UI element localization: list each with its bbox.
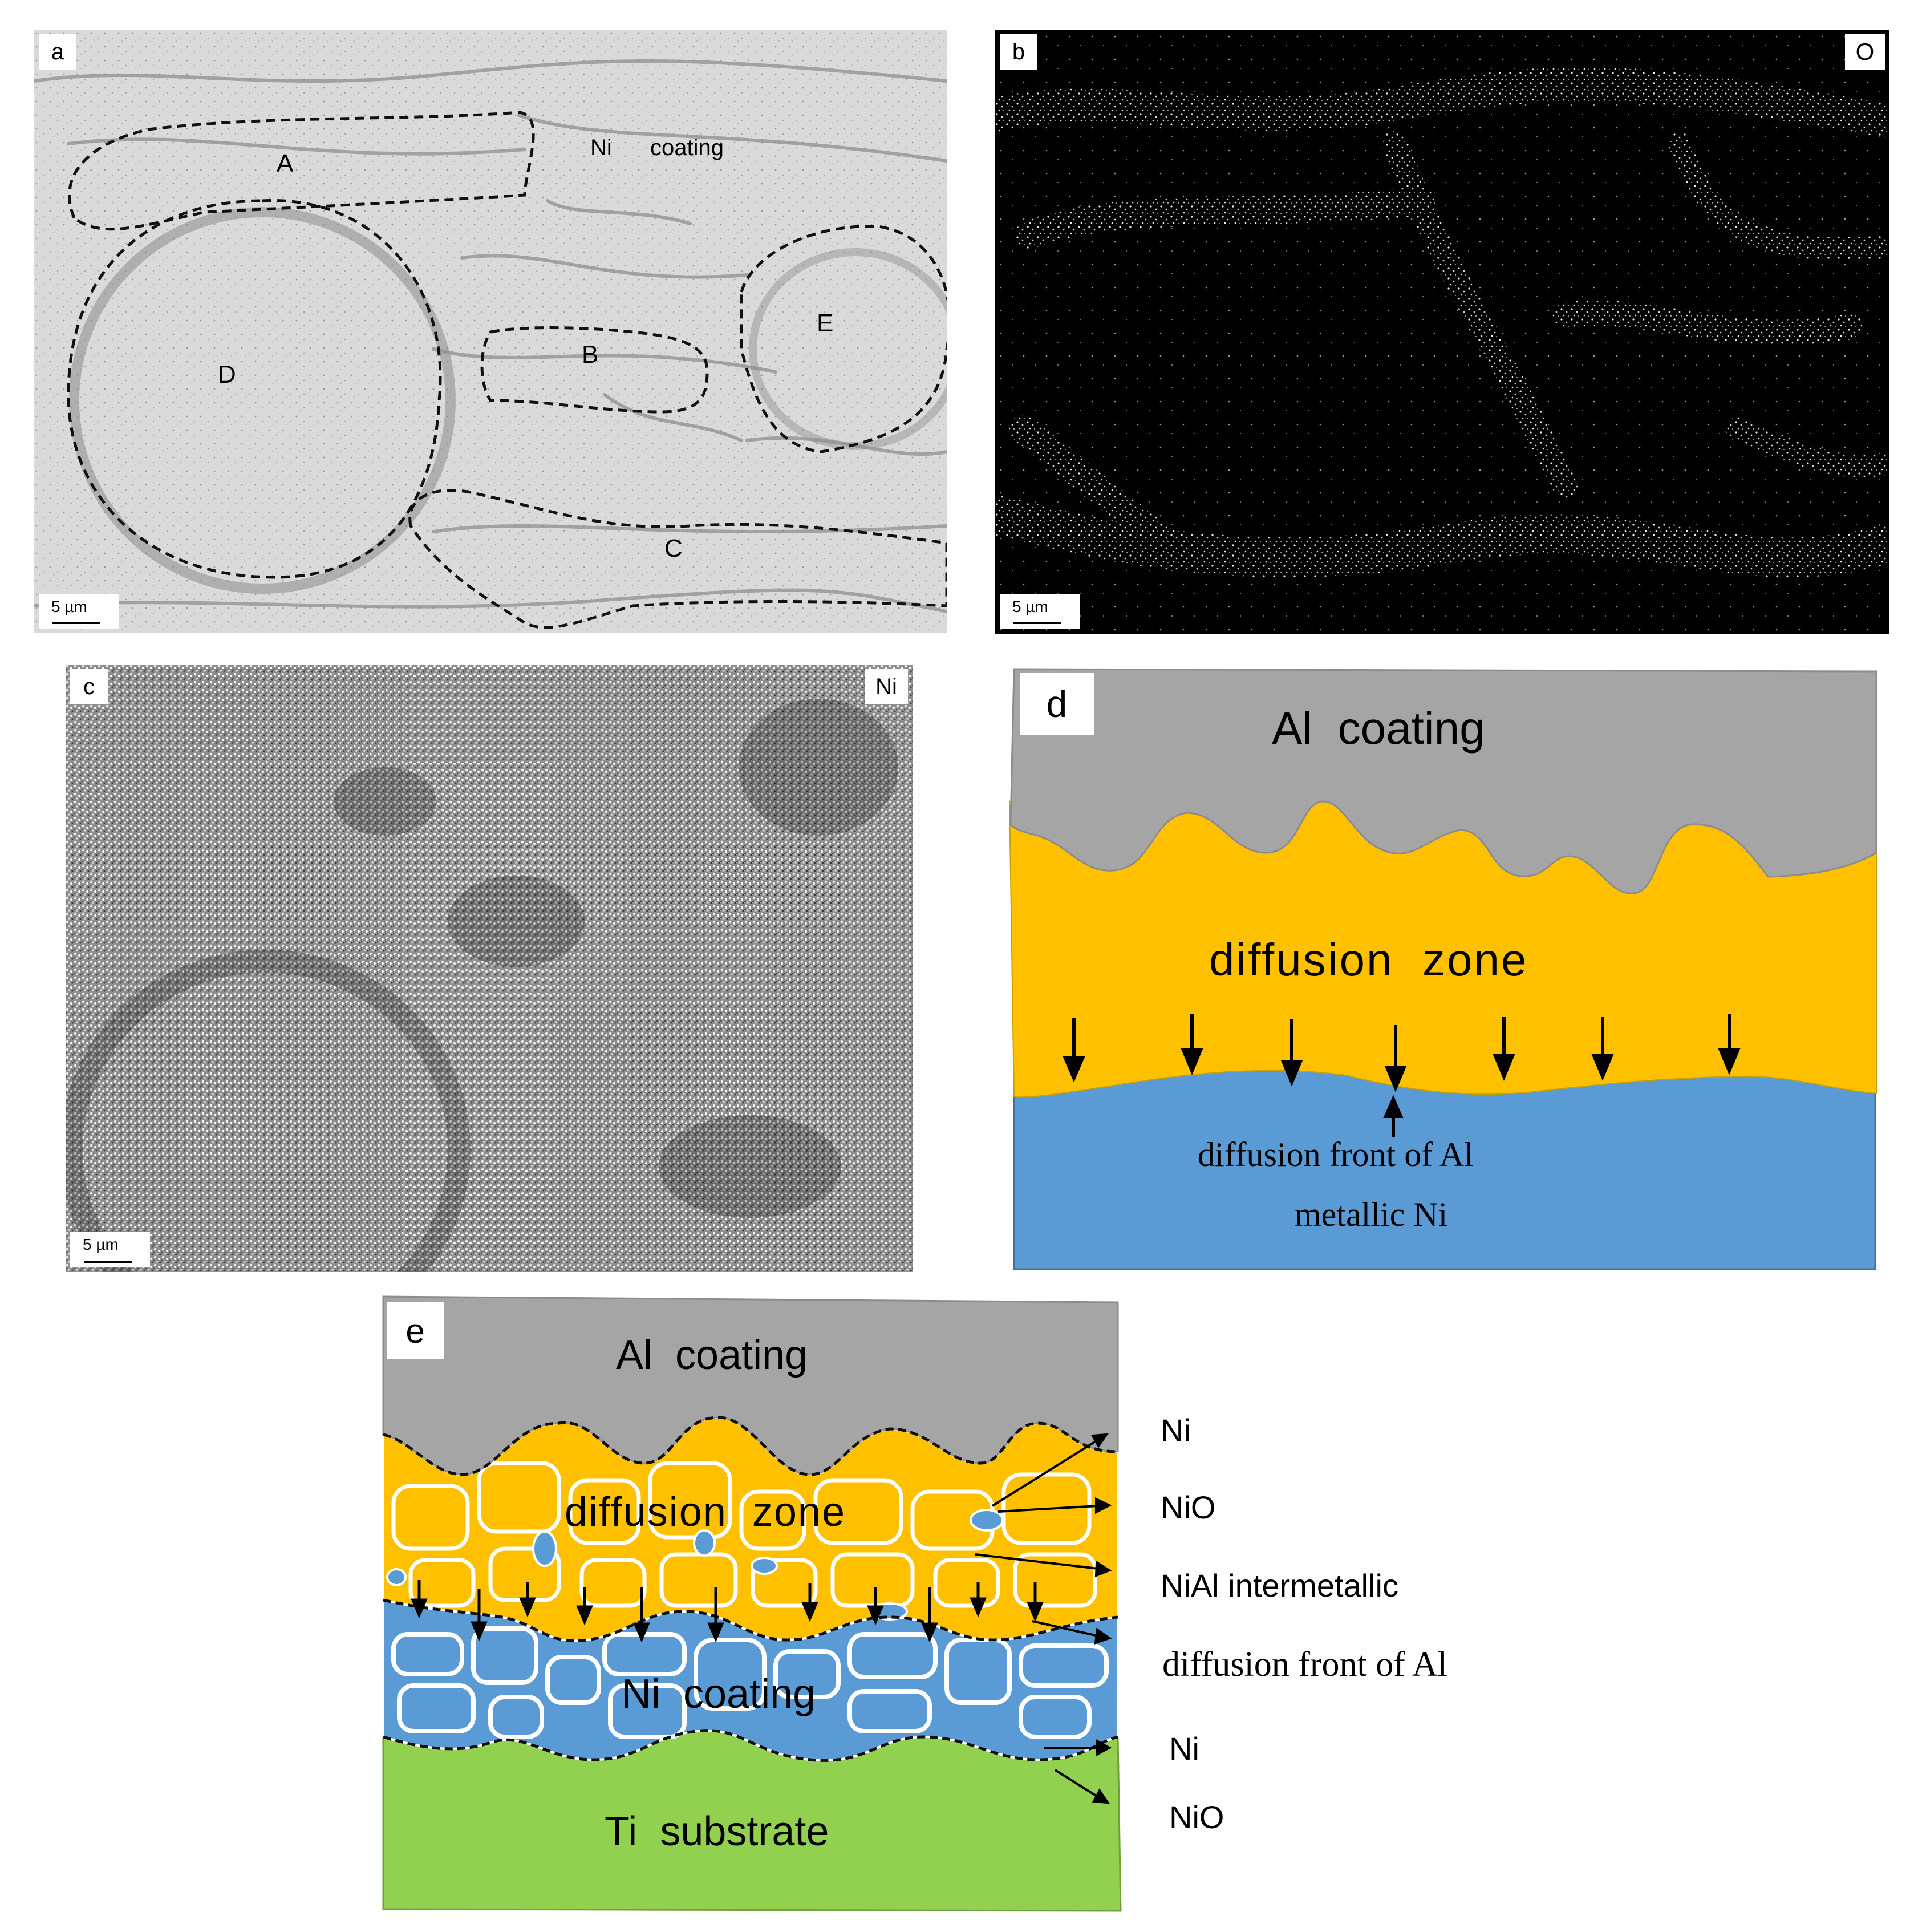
panel-c-tag: c (70, 669, 108, 704)
panel-e-al-coating-label: Al coating (616, 1332, 808, 1378)
panel-e-diffusion-zone-label: diffusion zone (565, 1489, 846, 1535)
region-b-label: B (582, 341, 599, 368)
panel-e-diffusion-grains (391, 1461, 1097, 1608)
panel-e-ni-grains (391, 1626, 1109, 1739)
panel-e-layers (382, 1295, 1122, 1912)
panel-d-arrows (1063, 1014, 1741, 1137)
panel-e-ni-coating-label: Ni coating (622, 1671, 816, 1717)
panel-a-tag: a (39, 34, 76, 70)
panel-d-al-coating-label: Al coating (1272, 703, 1485, 754)
region-b-outline (480, 326, 709, 414)
callout-diffusion-front: diffusion front of Al (1162, 1645, 1447, 1684)
panel-e-tag: e (387, 1302, 444, 1359)
region-c-label: C (664, 534, 683, 562)
panel-b-scale-text: 5 µm (1012, 598, 1048, 615)
ni-coating-label-ni: Ni (590, 135, 612, 160)
region-a-outline (67, 111, 535, 231)
panel-a-scale-text: 5 µm (51, 598, 87, 615)
region-d-label: D (218, 361, 236, 388)
region-a-label: A (277, 149, 294, 177)
ni-coating-label-coating: coating (650, 135, 724, 160)
panel-e-diffusion-arrows (411, 1580, 1044, 1643)
panel-d-diffusion-layer (1008, 801, 1877, 1098)
panel-b-scale-bar: 5 µm (1000, 594, 1080, 629)
panel-d-ni-layer (1013, 1063, 1876, 1270)
panel-d-layers (1008, 668, 1877, 1270)
panel-b-tag: b (1000, 34, 1037, 70)
panel-c-scale-text: 5 µm (83, 1236, 119, 1253)
panel-c-scale-line (84, 1261, 132, 1263)
panel-e-interfaces (383, 1416, 1118, 1762)
panel-a-sem-image: a A B C D E Ni coating 5 µm (34, 30, 947, 633)
panel-d-diffusion-zone-label: diffusion zone (1209, 934, 1528, 985)
panel-b-map-graphic (995, 30, 1889, 634)
panel-d-diffusion-front-label: diffusion front of Al (1198, 1136, 1474, 1173)
panel-d-schematic: d Al coating diffusion zone diffusion fr… (1004, 665, 1882, 1275)
panel-a-scale-line (52, 622, 100, 624)
panel-c-nickel-map: c Ni 5 µm (66, 665, 913, 1272)
callout-ni-2: Ni (1169, 1731, 1199, 1767)
panel-b-oxygen-map: b O 5 µm (995, 30, 1889, 634)
panel-c-scale-bar: 5 µm (70, 1232, 150, 1267)
region-e-outline (740, 225, 947, 453)
region-e-label: E (817, 309, 834, 337)
panel-a-scale-bar: 5 µm (39, 594, 119, 629)
callout-nio-2: NiO (1169, 1799, 1224, 1835)
panel-c-element-label: Ni (865, 669, 908, 704)
panel-e-schematic: e Al coating diffusion zone Ni coating T… (376, 1292, 1893, 1932)
panel-b-element-label: O (1845, 34, 1885, 70)
panel-b-scale-line (1013, 622, 1061, 624)
callout-nial-intermetallic: NiAl intermetallic (1161, 1568, 1398, 1603)
panel-e-ti-substrate-label: Ti substrate (605, 1809, 829, 1854)
panel-d-metallic-ni-label: metallic Ni (1295, 1196, 1448, 1233)
callout-ni-1: Ni (1161, 1412, 1191, 1448)
region-d-outline (67, 199, 442, 579)
callout-nio-1: NiO (1161, 1489, 1216, 1525)
panel-d-al-layer (1009, 668, 1877, 894)
panel-e-callout-arrows (975, 1433, 1112, 1804)
panel-a-micrograph (34, 30, 947, 633)
panel-c-map-graphic (66, 665, 913, 1272)
panel-d-tag: d (1020, 673, 1094, 735)
